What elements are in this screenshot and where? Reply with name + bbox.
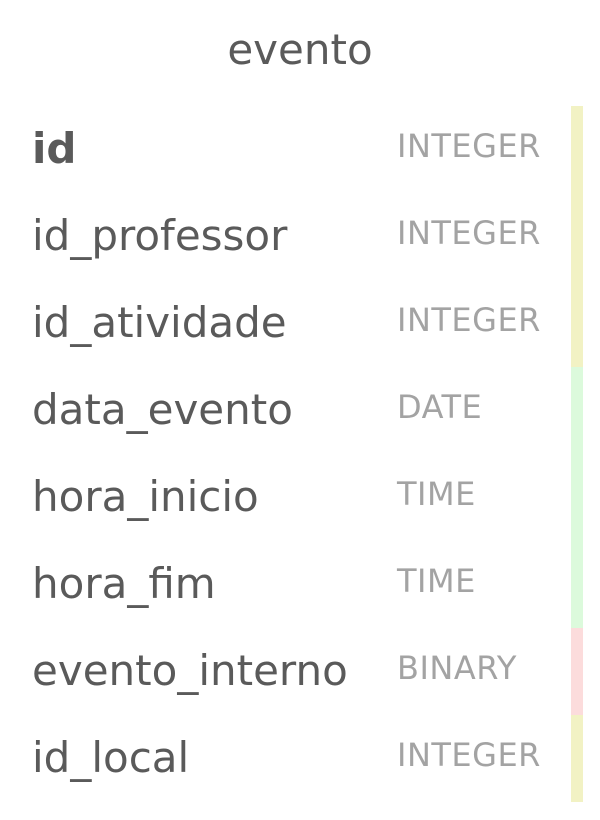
column-type: INTEGER [397, 301, 541, 339]
column-row: id INTEGER [0, 106, 600, 193]
type-color-bar [571, 193, 583, 280]
column-name: data_evento [32, 385, 293, 434]
type-color-bar [571, 454, 583, 541]
column-type: INTEGER [397, 736, 541, 774]
column-list: id INTEGER id_professor INTEGER id_ativi… [0, 106, 600, 802]
column-name: id_professor [32, 211, 288, 260]
table-title: evento [227, 25, 373, 74]
column-name: id_local [32, 733, 190, 782]
column-name: hora_inicio [32, 472, 259, 521]
column-name: id [32, 124, 77, 173]
type-color-bar [571, 715, 583, 802]
type-color-bar [571, 106, 583, 193]
column-name: hora_fim [32, 559, 216, 608]
column-name: evento_interno [32, 646, 348, 695]
column-row: hora_inicio TIME [0, 454, 600, 541]
type-color-bar [571, 628, 583, 715]
column-type: DATE [397, 388, 483, 426]
column-row: id_professor INTEGER [0, 193, 600, 280]
column-type: TIME [397, 562, 476, 600]
column-name: id_atividade [32, 298, 287, 347]
column-row: data_evento DATE [0, 367, 600, 454]
type-color-bar [571, 280, 583, 367]
column-row: hora_fim TIME [0, 541, 600, 628]
column-type: INTEGER [397, 214, 541, 252]
column-type: BINARY [397, 649, 517, 687]
type-color-bar [571, 367, 583, 454]
column-type: INTEGER [397, 127, 541, 165]
column-type: TIME [397, 475, 476, 513]
column-row: evento_interno BINARY [0, 628, 600, 715]
type-color-bar [571, 541, 583, 628]
column-row: id_atividade INTEGER [0, 280, 600, 367]
column-row: id_local INTEGER [0, 715, 600, 802]
